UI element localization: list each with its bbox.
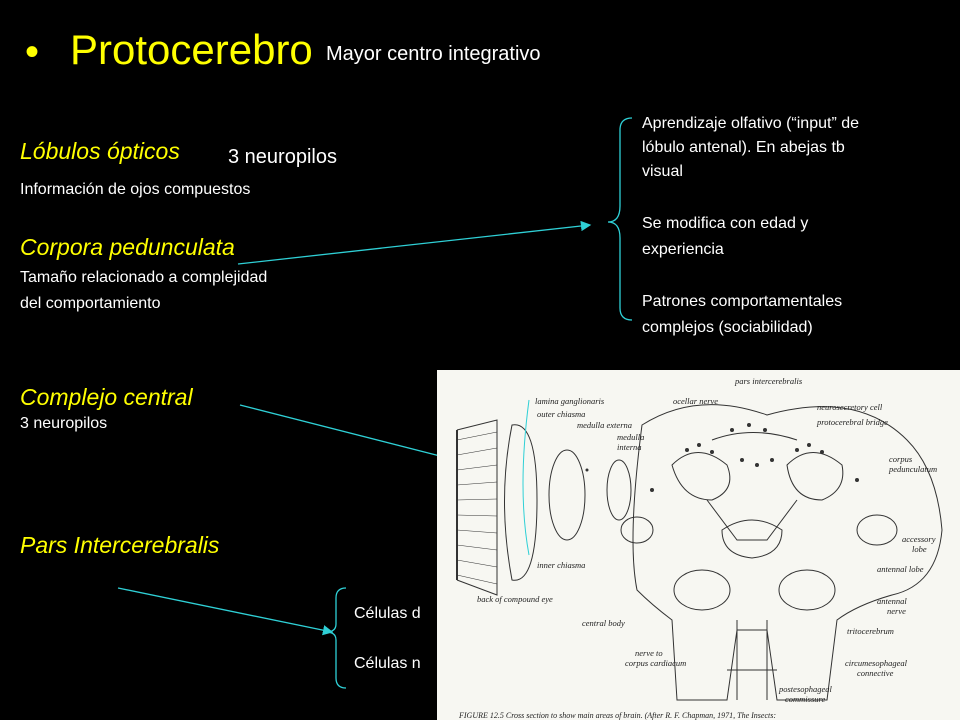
- callout-item1-line1: Aprendizaje olfativo (“input” de: [642, 115, 860, 132]
- label-postesoph-2: commissure: [785, 694, 826, 704]
- label-nerve-to-1: nerve to: [635, 648, 663, 658]
- label-back-eye: back of compound eye: [477, 594, 553, 604]
- lobulos-text: Información de ojos compuestos: [20, 181, 251, 198]
- label-ocellar: ocellar nerve: [673, 396, 718, 406]
- heading-corpora-pedunculata: Corpora pedunculata: [20, 234, 235, 260]
- label-circum-1: circumesophageal: [845, 658, 908, 668]
- label-inner-chiasma: inner chiasma: [537, 560, 585, 570]
- arrow-pars: [117, 587, 334, 636]
- label-medulla-externa: medulla externa: [577, 420, 632, 430]
- cells-line2: Células n: [354, 655, 421, 672]
- label-accessory-1: accessory: [902, 534, 936, 544]
- callout-item2-line2: experiencia: [642, 241, 724, 258]
- callout-item1-line2: lóbulo antenal). En abejas tb: [642, 139, 845, 156]
- label-antennal-lobe: antennal lobe: [877, 564, 924, 574]
- label-lamina: lamina ganglionaris: [535, 396, 605, 406]
- brace-right: [607, 117, 633, 321]
- label-bridge: protocerebral bridge: [816, 417, 888, 427]
- figure-caption: FIGURE 12.5 Cross section to show main a…: [458, 711, 776, 720]
- label-tritocerebrum: tritocerebrum: [847, 626, 894, 636]
- heading-pars-intercerebralis: Pars Intercerebralis: [20, 532, 220, 558]
- cells-line1: Células d: [354, 605, 421, 622]
- label-nerve-to-2: corpus cardiacum: [625, 658, 686, 668]
- corpora-text-line2: del comportamiento: [20, 295, 161, 312]
- label-postesoph-1: postesophageal: [778, 684, 833, 694]
- slide-title: Protocerebro: [70, 26, 313, 73]
- label-corpus-2: pedunculatum: [888, 464, 937, 474]
- label-antennal-nerve-1: antennal: [877, 596, 907, 606]
- brain-diagram: lamina ganglionaris outer chiasma medull…: [437, 370, 960, 720]
- complejo-text: 3 neuropilos: [20, 415, 108, 432]
- label-medulla-interna-1: medulla: [617, 432, 644, 442]
- label-pars: pars intercerebralis: [734, 376, 803, 386]
- heading-complejo-central: Complejo central: [20, 384, 193, 410]
- heading-lobulos-opticos: Lóbulos ópticos: [20, 138, 180, 164]
- callout-item1-line3: visual: [642, 163, 683, 180]
- slide-subtitle: Mayor centro integrativo: [326, 43, 541, 65]
- arrow-corpora: [237, 220, 592, 265]
- label-corpus-1: corpus: [889, 454, 913, 464]
- arrow-complejo: [239, 404, 441, 457]
- title-bullet: •: [25, 30, 40, 74]
- brace-cells: [325, 587, 347, 689]
- label-circum-2: connective: [857, 668, 894, 678]
- label-neurosecretory: neurosecretory cell: [817, 402, 883, 412]
- callout-item2-line1: Se modifica con edad y: [642, 215, 809, 232]
- label-outer-chiasma: outer chiasma: [537, 409, 585, 419]
- callout-item3-line2: complejos (sociabilidad): [642, 319, 813, 336]
- callout-item3-line1: Patrones comportamentales: [642, 293, 843, 310]
- label-antennal-nerve-2: nerve: [887, 606, 906, 616]
- label-central-body: central body: [582, 618, 625, 628]
- label-medulla-interna-2: interna: [617, 442, 642, 452]
- label-accessory-2: lobe: [912, 544, 927, 554]
- corpora-text-line1: Tamaño relacionado a complejidad: [20, 269, 268, 286]
- lobulos-note: 3 neuropilos: [228, 146, 337, 168]
